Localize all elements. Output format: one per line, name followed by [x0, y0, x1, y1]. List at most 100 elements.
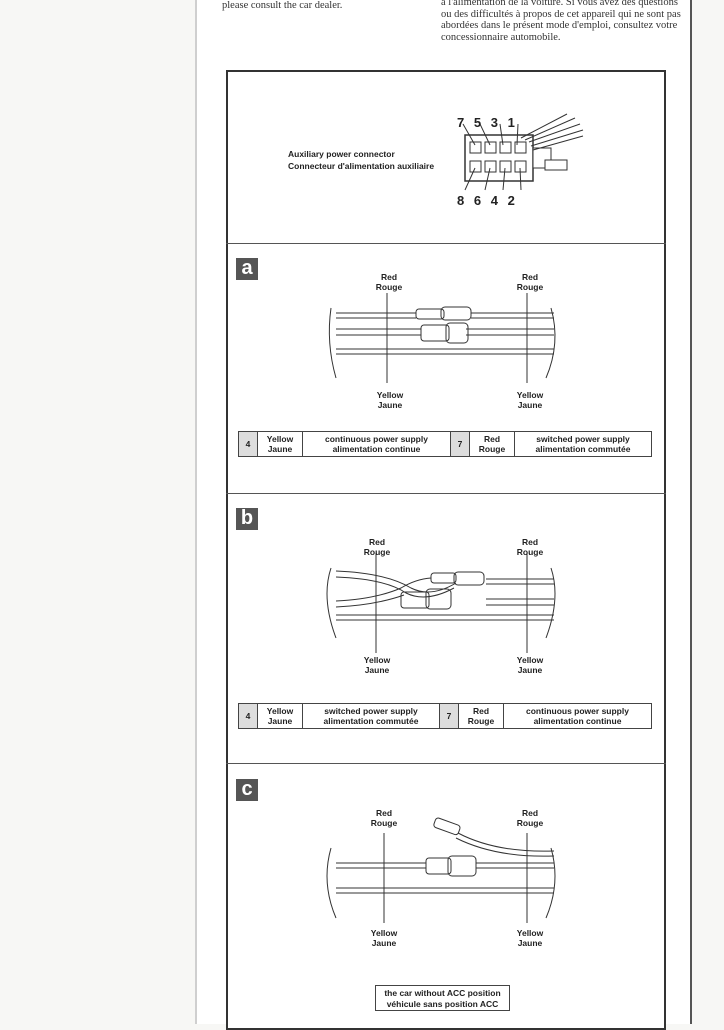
pin-cell: 7: [449, 431, 470, 457]
note-fr: véhicule sans position ACC: [386, 999, 499, 1009]
pin-label: 4: [490, 193, 498, 208]
label-fr: Jaune: [517, 665, 543, 675]
connector-label-en: Auxiliary power connector: [288, 149, 395, 159]
label-en: Red: [368, 537, 386, 547]
label-fr: Jaune: [517, 938, 543, 948]
label-en: Yellow: [516, 390, 544, 400]
page-fold: [195, 0, 197, 1024]
cell-fr: Rouge: [467, 716, 495, 726]
section-letter-c: c: [236, 779, 258, 801]
pin-cell: 4: [238, 703, 258, 729]
cell-en: switched power supply: [324, 706, 418, 716]
cell-en: Yellow: [266, 706, 294, 716]
section-letter-b: b: [236, 508, 258, 530]
cell-fr: Jaune: [267, 716, 293, 726]
cell-en: switched power supply: [536, 434, 630, 444]
cell-en: Red: [483, 434, 501, 444]
pins-bottom: 8 6 4 2: [457, 193, 515, 208]
label-fr: Jaune: [371, 938, 397, 948]
page-edge: [690, 0, 692, 1024]
label-en: Yellow: [370, 928, 398, 938]
pin-cell: 4: [238, 431, 258, 457]
pin-label: 7: [457, 115, 465, 130]
cell-en: Yellow: [266, 434, 294, 444]
cell-fr: Rouge: [478, 444, 506, 454]
wiring-diagram-c: [326, 817, 556, 923]
label-en: Red: [521, 537, 539, 547]
label-en: Yellow: [376, 390, 404, 400]
cell-en: continuous power supply: [526, 706, 629, 716]
label-fr: Rouge: [516, 282, 544, 292]
pin-label: 8: [457, 193, 465, 208]
label-fr: Jaune: [364, 665, 390, 675]
pin-label: 2: [507, 193, 515, 208]
cell-fr: alimentation continue: [533, 716, 622, 726]
connector-illustration: [462, 113, 584, 191]
pin-label: 6: [473, 193, 482, 208]
wiring-diagram-b: [326, 553, 556, 653]
label-fr: Rouge: [375, 282, 403, 292]
label-en: Yellow: [516, 928, 544, 938]
cell-en: continuous power supply: [325, 434, 428, 444]
pins-top: 7 5 3 1: [457, 115, 515, 130]
label-fr: Rouge: [370, 818, 398, 828]
top-text-left: please consult the car dealer.: [222, 0, 343, 11]
pin-label: 1: [507, 115, 515, 130]
wiring-diagrams-ab: [326, 293, 556, 653]
label-fr: Rouge: [363, 547, 391, 557]
label-fr: Rouge: [516, 547, 544, 557]
wiring-diagram-a: [328, 293, 556, 383]
cell-fr: alimentation commutée: [323, 716, 419, 726]
label-en: Yellow: [363, 655, 391, 665]
diagram-frame: [226, 70, 666, 1030]
divider: [226, 243, 666, 244]
label-en: Red: [521, 808, 539, 818]
divider: [226, 493, 666, 494]
pin-label: 5: [473, 115, 482, 130]
acc-note: the car without ACC position véhicule sa…: [375, 985, 510, 1011]
label-en: Red: [521, 272, 539, 282]
connector-label-fr: Connecteur d'alimentation auxiliaire: [288, 161, 435, 171]
label-en: Yellow: [516, 655, 544, 665]
pin-cell: 7: [439, 703, 459, 729]
label-en: Red: [380, 272, 398, 282]
cell-en: Red: [472, 706, 490, 716]
label-fr: Rouge: [516, 818, 544, 828]
label-en: Red: [375, 808, 393, 818]
cell-fr: alimentation commutée: [535, 444, 631, 454]
cell-fr: Jaune: [267, 444, 293, 454]
connector-label: Auxiliary power connector Connecteur d'a…: [288, 148, 434, 172]
top-text-right: à l'alimentation de la voiture. Si vous …: [441, 0, 681, 43]
cell-fr: alimentation continue: [332, 444, 421, 454]
label-fr: Jaune: [517, 400, 543, 410]
divider: [226, 763, 666, 764]
label-fr: Jaune: [377, 400, 403, 410]
section-letter-a: a: [236, 258, 258, 280]
note-en: the car without ACC position: [384, 988, 501, 998]
pin-label: 3: [490, 115, 498, 130]
